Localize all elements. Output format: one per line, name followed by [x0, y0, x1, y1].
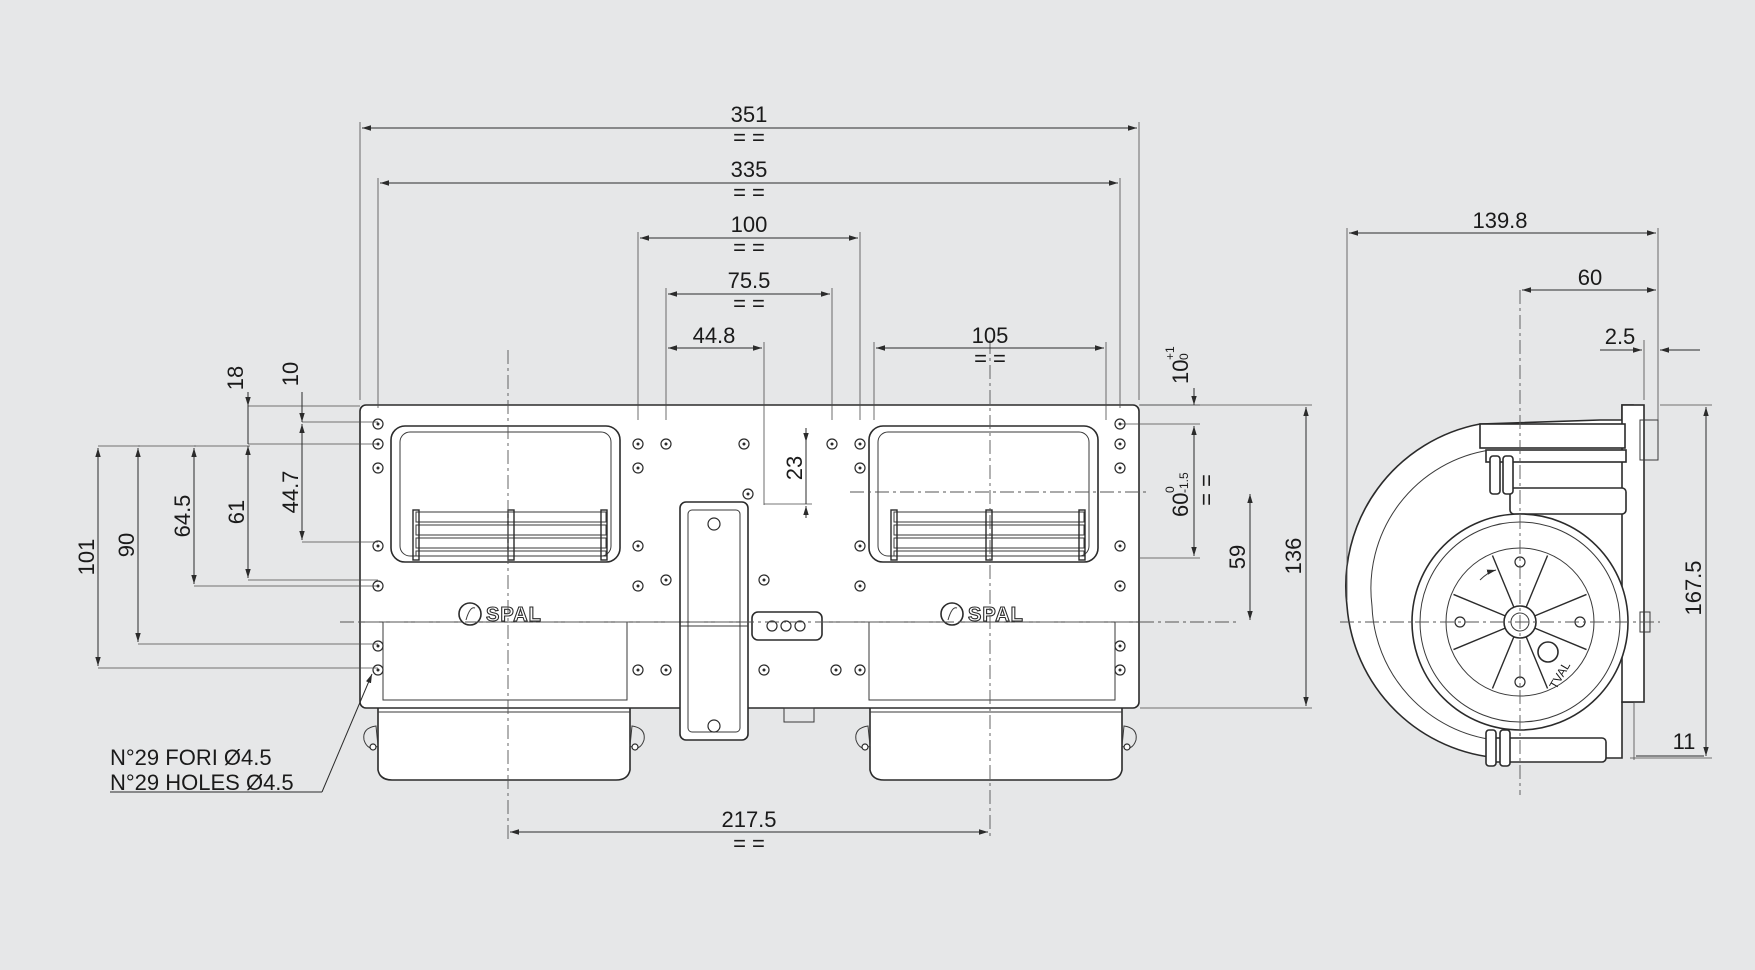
- wheel-spoke: [1491, 555, 1515, 608]
- wheel-spoke: [1453, 627, 1506, 651]
- dim-105: 105: [972, 323, 1009, 348]
- dim-136: 136: [1281, 538, 1306, 575]
- wheel-spoke: [1453, 593, 1506, 617]
- dim-60-side: 60: [1578, 265, 1602, 290]
- dim-335: 335: [731, 157, 768, 182]
- dim-23: 23: [782, 456, 807, 480]
- dim-10-right: 10: [1168, 360, 1193, 384]
- wheel-spoke: [1525, 555, 1549, 608]
- air-outlet-left: [390, 425, 621, 563]
- dim-64-5: 64.5: [170, 495, 195, 538]
- dim-217-5: 217.5: [721, 807, 776, 832]
- motor-strap: [679, 501, 823, 741]
- brand-logo-left: SPAL: [458, 602, 542, 627]
- dim-59: 59: [1225, 545, 1250, 569]
- side-view: TVAL 139.8 60 2.5 167.5: [1340, 208, 1712, 795]
- dim-10: 10: [278, 362, 303, 386]
- dim-11: 11: [1673, 729, 1696, 754]
- dim-44-7: 44.7: [278, 471, 303, 514]
- blower-housing-right: [855, 701, 1137, 781]
- mounting-holes: [372, 418, 1126, 676]
- dim-2-5: 2.5: [1605, 324, 1636, 349]
- eq-mark: = =: [974, 346, 1006, 371]
- eq-mark: = =: [1194, 474, 1219, 506]
- dim-75-5: 75.5: [728, 268, 771, 293]
- dim-139-8: 139.8: [1472, 208, 1527, 233]
- front-view: SPAL SPAL 351 = = 335 =: [74, 102, 1312, 856]
- dim-61: 61: [224, 500, 249, 524]
- top-bar: [1479, 423, 1626, 449]
- dim-10-right-upper-tol: +1: [1163, 346, 1177, 360]
- dim-60-right: 60: [1168, 493, 1193, 517]
- note-holes-en: N°29 HOLES Ø4.5: [110, 770, 294, 795]
- dim-18: 18: [223, 366, 248, 390]
- air-outlet-right: [868, 425, 1099, 563]
- dim-167-5: 167.5: [1681, 560, 1706, 615]
- eq-mark: = =: [733, 125, 765, 150]
- dim-351: 351: [731, 102, 768, 127]
- dim-60-right-upper-tol: 0: [1163, 486, 1177, 493]
- wheel-spoke: [1491, 636, 1515, 689]
- wheel-spoke: [1525, 636, 1549, 689]
- side-dimensions: 139.8 60 2.5 167.5 11: [1346, 208, 1712, 760]
- brand-logo-right: SPAL: [940, 602, 1024, 627]
- dim-101: 101: [74, 539, 99, 576]
- eq-mark: = =: [733, 831, 765, 856]
- eq-mark: = =: [733, 180, 765, 205]
- wheel-spoke: [1534, 627, 1587, 651]
- blower-housing-left: [363, 701, 645, 781]
- note-holes-it: N°29 FORI Ø4.5: [110, 745, 272, 770]
- front-dimensions: 351 = = 335 = = 100 = = 75.5 = = 44.8: [74, 102, 1312, 856]
- dim-100: 100: [731, 212, 768, 237]
- dim-44-8: 44.8: [693, 323, 736, 348]
- dim-90: 90: [114, 533, 139, 557]
- eq-mark: = =: [733, 291, 765, 316]
- dim-10-right-lower-tol: 0: [1177, 353, 1191, 360]
- eq-mark: = =: [733, 235, 765, 260]
- brand-text-left: SPAL: [486, 604, 542, 626]
- brand-text-right: SPAL: [968, 604, 1024, 626]
- wheel-spoke: [1534, 593, 1587, 617]
- dim-60-right-lower-tol: -1.5: [1177, 472, 1191, 493]
